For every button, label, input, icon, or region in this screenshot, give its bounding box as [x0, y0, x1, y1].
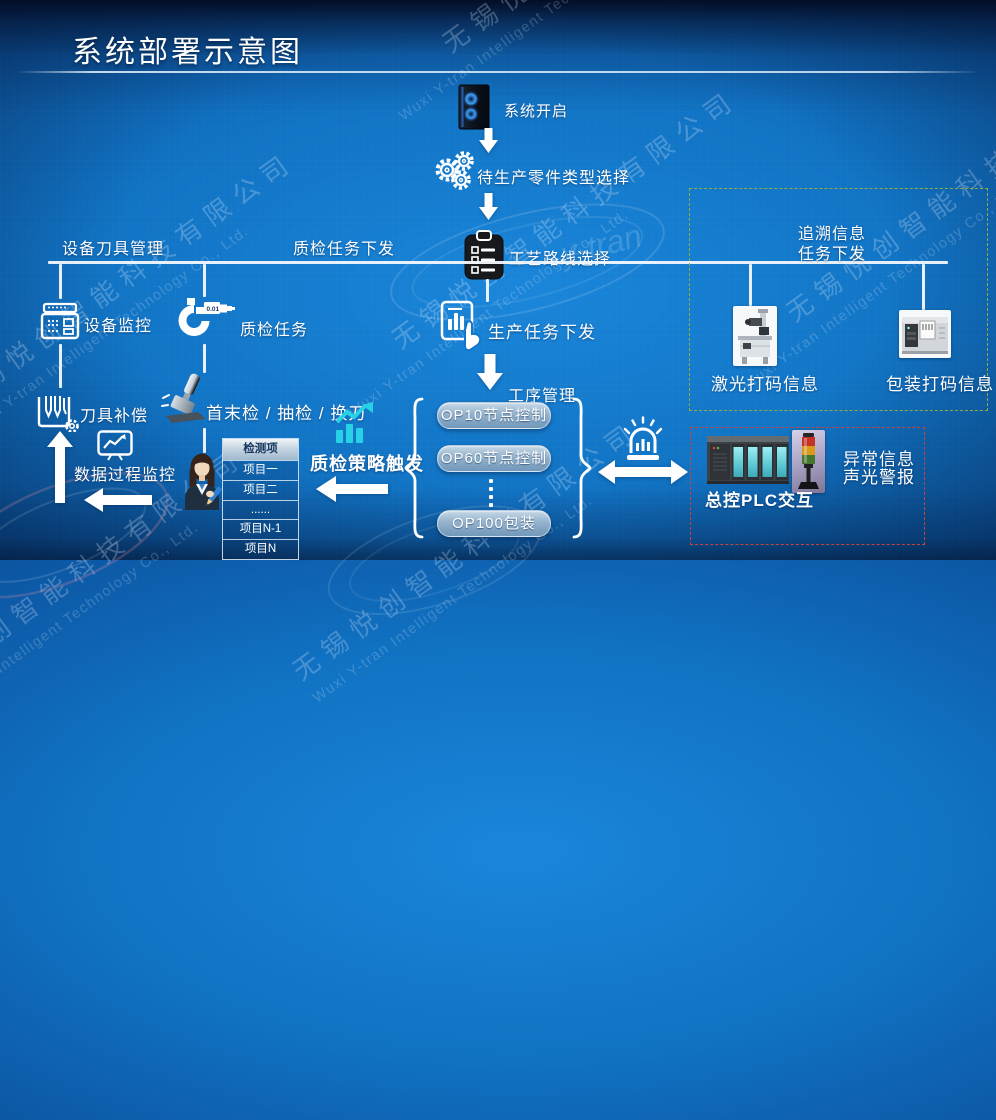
signal-tower-image — [792, 430, 825, 493]
bus-drop-qc — [203, 264, 206, 297]
bus-mid-label: 质检任务下发 — [293, 241, 396, 258]
watermark-cn: 无锡悦创智能科技有限公司 — [434, 0, 796, 60]
tool-compensation-icon — [36, 390, 80, 437]
device-monitor-icon — [40, 301, 80, 346]
micrometer-display: 0.01 — [207, 306, 220, 313]
alarm-beacon-icon — [622, 416, 664, 467]
qc-branch-line-2 — [203, 428, 206, 453]
plc-rack-image — [707, 434, 789, 491]
main-bus-line — [48, 261, 948, 264]
trace-section-box — [689, 188, 988, 411]
device-monitor-label: 设备监控 — [84, 318, 153, 335]
inspection-table-row: 项目N — [223, 539, 298, 559]
bus-drop-printer — [922, 264, 925, 310]
inspection-label: 首末检 / 抽检 / 换刀 — [206, 404, 367, 423]
qc-strategy-label: 质检策略触发 — [310, 454, 424, 474]
laser-marking-label: 激光打码信息 — [711, 375, 819, 394]
qc-task-label: 质检任务 — [240, 322, 309, 339]
op-ellipsis — [489, 479, 493, 507]
op-node-pill: OP60节点控制 — [437, 445, 551, 472]
bus-drop-device — [59, 264, 62, 299]
inspection-table: 检测项 项目一 项目二 ...... 项目N-1 项目N — [222, 438, 299, 560]
package-marking-label: 包装打码信息 — [886, 375, 994, 394]
inspection-table-row: 项目二 — [223, 479, 298, 500]
bus-left-label: 设备刀具管理 — [62, 241, 165, 258]
plc-double-arrow — [598, 459, 688, 485]
production-arrow-down — [477, 354, 503, 390]
trace-dispatch-label-1: 追溯信息 — [797, 226, 866, 243]
clipboard-icon — [464, 230, 504, 285]
laser-marker-image — [733, 306, 777, 366]
inspection-table-row: 项目一 — [223, 460, 298, 480]
bus-drop-laser — [749, 264, 752, 306]
label-printer-image — [899, 310, 951, 358]
left-curly-brace — [402, 397, 426, 539]
plc-section-box — [690, 427, 925, 545]
watermark-en: Wuxi Y-tran Intelligent Technology Co., … — [0, 519, 202, 733]
watermark-cn: 无锡悦创智能科技有限公司 — [0, 145, 301, 417]
flow-arrow-down-2 — [479, 193, 498, 220]
plc-label: 总控PLC交互 — [705, 491, 814, 510]
page-title: 系统部署示意图 — [72, 36, 303, 69]
data-monitor-label: 数据过程监控 — [74, 467, 177, 484]
tool-compensation-label: 刀具补偿 — [80, 408, 149, 425]
inspection-table-header: 检测项 — [223, 439, 298, 460]
qc-strategy-arrow-left — [316, 476, 388, 502]
right-curly-brace — [570, 397, 594, 539]
inspection-stamp-icon — [160, 370, 210, 430]
bus-drop-production — [486, 279, 489, 302]
title-divider — [16, 71, 980, 73]
system-start-label: 系统开启 — [504, 103, 569, 120]
production-dispatch-label: 生产任务下发 — [488, 323, 596, 342]
route-select-label: 工艺路线选择 — [509, 251, 612, 268]
pc-tower-icon — [456, 84, 492, 136]
inspection-table-row: 项目N-1 — [223, 519, 298, 540]
data-monitor-arrow-left — [84, 488, 152, 512]
alarm-info-label-1: 异常信息 — [843, 450, 915, 469]
part-type-label: 待生产零件类型选择 — [477, 170, 631, 187]
feedback-arrow-up — [47, 431, 73, 503]
qc-branch-line-1 — [203, 344, 206, 373]
inspection-table-row: ...... — [223, 499, 298, 520]
alarm-info-label-2: 声光警报 — [843, 468, 915, 487]
flow-arrow-down-1 — [479, 128, 498, 153]
trace-dispatch-label-2: 任务下发 — [797, 246, 866, 263]
process-mgmt-label: 工序管理 — [508, 388, 577, 405]
op-node-pill: OP10节点控制 — [437, 402, 551, 429]
gears-icon — [433, 147, 477, 198]
production-dispatch-icon — [440, 300, 486, 357]
growth-chart-icon — [332, 402, 374, 451]
micrometer-icon: 0.01 — [172, 296, 236, 345]
op-node-pill: OP100包装 — [437, 510, 551, 537]
data-monitor-icon — [97, 430, 135, 467]
inspector-avatar — [182, 452, 222, 515]
device-branch-line — [59, 344, 62, 388]
